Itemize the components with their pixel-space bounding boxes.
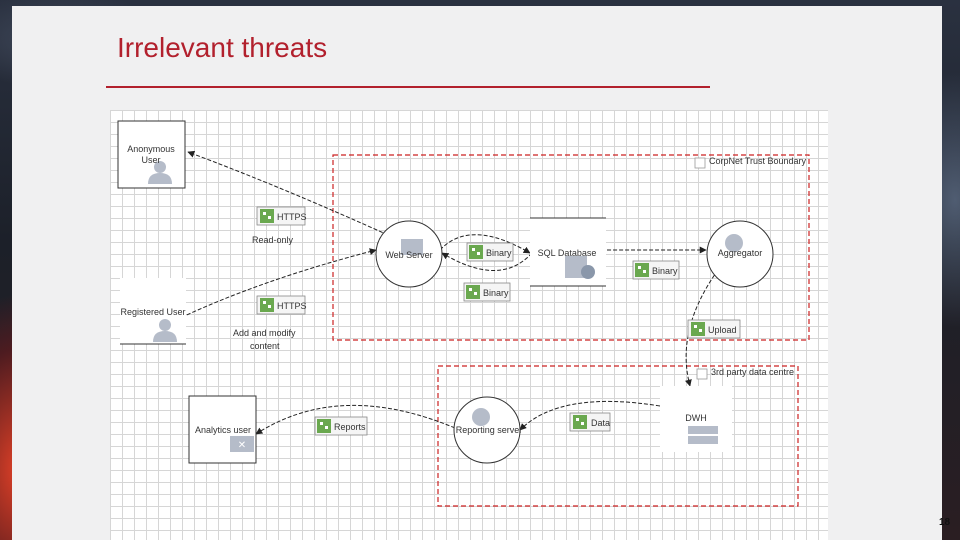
sql-database-store: SQL Database <box>530 217 606 287</box>
diagram-canvas: CorpNet Trust Boundary 3rd party data ce… <box>117 120 810 507</box>
anonymous-user-label-1: Anonymous <box>127 144 175 154</box>
flow-arrow-dwh-to-reporting <box>519 400 661 431</box>
boundary-icon <box>696 368 708 380</box>
flow-arrow-registered-to-web <box>175 248 377 321</box>
sql-database-label: SQL Database <box>538 248 597 258</box>
flow-label-https: HTTPS <box>277 212 307 222</box>
flow-https-registered: HTTPS <box>256 295 307 315</box>
flow-data: Data <box>569 412 611 432</box>
flow-arrow-web-to-sql <box>439 234 531 254</box>
title-underline <box>106 86 710 88</box>
flow-binary-3: Binary <box>632 260 680 280</box>
flow-label-binary: Binary <box>486 248 512 258</box>
anonymous-user-label-2: User <box>141 155 160 165</box>
analytics-user-node: ✕ Analytics user <box>188 395 257 464</box>
third-party-boundary-label: 3rd party data centre <box>711 367 794 377</box>
corpnet-boundary-label: CorpNet Trust Boundary <box>709 156 807 166</box>
registered-user-node: Registered User <box>120 278 186 345</box>
flow-label-binary: Binary <box>483 288 509 298</box>
page-number: 18 <box>939 517 951 528</box>
flow-https-anonymous: HTTPS <box>256 206 307 226</box>
flow-label-upload: Upload <box>708 325 737 335</box>
aggregator-process: Aggregator <box>706 220 774 288</box>
flow-binary-1: Binary <box>466 242 514 262</box>
registered-user-label: Registered User <box>120 307 185 317</box>
anonymous-user-node: Anonymous User <box>117 120 186 189</box>
reporting-server-label: Reporting server <box>456 425 523 435</box>
flow-note-content: content <box>250 341 280 351</box>
flow-arrow-sql-to-web <box>441 252 533 271</box>
flow-note-read-only: Read-only <box>252 235 294 245</box>
analytics-user-label: Analytics user <box>195 425 251 435</box>
flow-arrow-aggregator-to-dwh <box>684 269 719 387</box>
flow-binary-2: Binary <box>463 282 511 302</box>
web-server-label: Web Server <box>385 250 432 260</box>
corpnet-trust-boundary <box>332 154 810 341</box>
flow-arrow-reporting-to-analytics <box>255 404 456 435</box>
web-server-process: Web Server <box>375 220 443 288</box>
svg-text:✕: ✕ <box>238 440 246 451</box>
flow-note-add-modify: Add and modify <box>233 328 296 338</box>
flow-label-reports: Reports <box>334 422 366 432</box>
flow-label-data: Data <box>591 418 610 428</box>
third-party-boundary <box>437 365 799 507</box>
threat-model-diagram: CorpNet Trust Boundary 3rd party data ce… <box>110 110 828 540</box>
slide-title: Irrelevant threats <box>117 32 328 63</box>
flow-upload: Upload <box>687 319 741 339</box>
flow-label-binary: Binary <box>652 266 678 276</box>
boundary-icon <box>694 157 706 169</box>
dwh-store: DWH <box>660 386 732 452</box>
flow-reports: Reports <box>314 416 368 436</box>
aggregator-label: Aggregator <box>718 248 763 258</box>
flow-label-https: HTTPS <box>277 301 307 311</box>
reporting-server-process: Reporting server <box>453 396 523 464</box>
dwh-label: DWH <box>685 413 707 423</box>
flow-arrow-web-to-anonymous <box>187 150 411 246</box>
